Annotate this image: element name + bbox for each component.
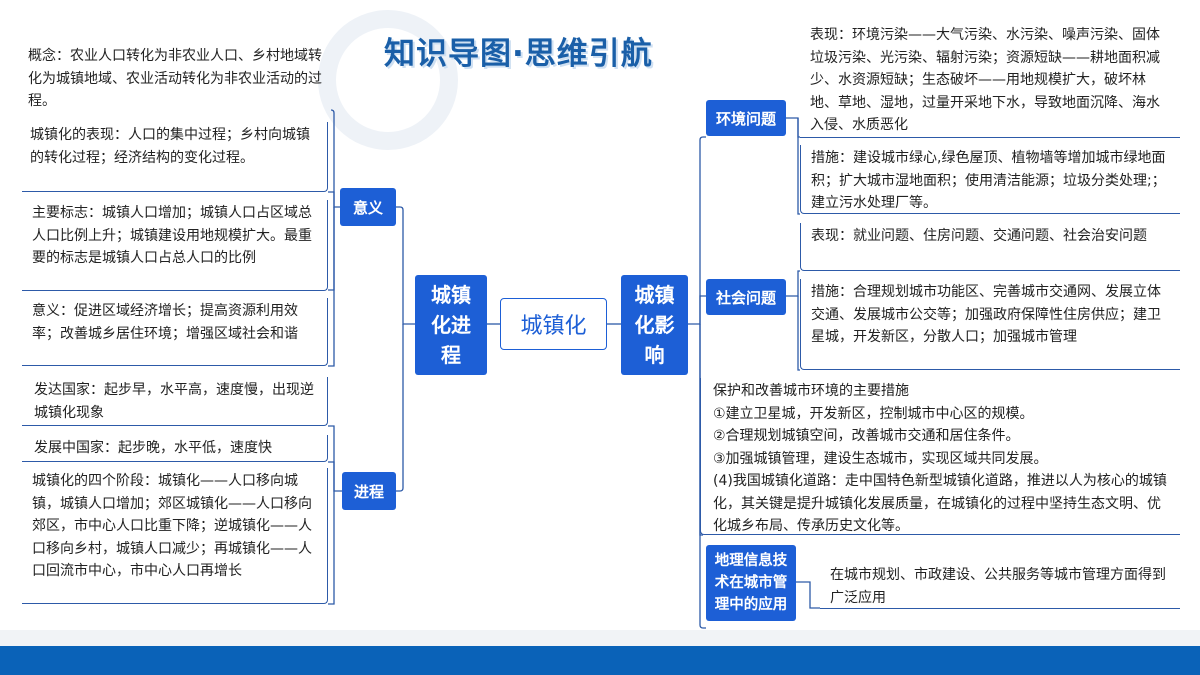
jincheng-item-developing: 发展中国家：起步晚，水平低，速度快 [22,435,328,462]
jincheng-item-stages: 城镇化的四个阶段：城镇化——人口移向城镇，城镇人口增加；郊区城镇化——人口移向郊… [22,468,328,604]
center-node: 城镇化 [500,298,607,350]
footer-band-light [0,630,1200,646]
node-chengzhenhua-yingxiang: 城镇化影响 [621,275,688,375]
page-title: 知识导图·思维引航 [384,36,653,72]
social-cuoshi-text: 措施：合理规划城市功能区、完善城市交通网、发展立体交通、发展城市公交等；加强政府… [800,279,1180,370]
footer-band [0,646,1200,675]
yiyi-item-biaozhi: 主要标志：城镇人口增加；城镇人口占区域总人口比例上升；城镇建设用地规模扩大。最重… [22,200,328,291]
protect-item-1: ①建立卫星城，开发新区，控制城市中心区的规模。 [713,405,1034,422]
protect-item-3: ③加强城镇管理，建设生态城市，实现区域共同发展。 [713,450,1048,467]
yiyi-item-biaoxian: 城镇化的表现：人口的集中过程；乡村向城镇的转化过程；经济结构的变化过程。 [22,122,328,192]
node-env-problem: 环境问题 [706,100,786,136]
social-biaoxian-text: 表现：就业问题、住房问题、交通问题、社会治安问题 [800,223,1180,271]
env-cuoshi-text: 措施：建设城市绿心,绿色屋顶、植物墙等增加城市绿地面积；扩大城市湿地面积；使用清… [800,145,1180,214]
protect-heading: 保护和改善城市环境的主要措施 [713,383,909,399]
gis-underline [820,608,1180,609]
gis-text: 在城市规划、市政建设、公共服务等城市管理方面得到广泛应用 [830,567,1166,606]
yiyi-item-yiyi: 意义：促进区域经济增长；提高资源利用效率；改善城乡居住环境；增强区域社会和谐 [22,298,328,366]
concept-text: 概念：农业人口转化为非农业人口、乡村地域转化为城镇地域、农业活动转化为非农业活动… [28,48,322,109]
node-gis-application: 地理信息技术在城市管理中的应用 [706,545,796,621]
node-social-problem: 社会问题 [706,279,786,315]
env-biaoxian-text: 表现：环境污染——大气污染、水污染、噪声污染、固体垃圾污染、光污染、辐射污染；资… [810,27,1160,133]
protect-item-2: ②合理规划城镇空间，改善城市交通和居住条件。 [713,428,1020,444]
china-urbanization-road: (4)我国城镇化道路：走中国特色新型城镇化道路，推进以人为核心的城镇化，其关键是… [713,473,1167,534]
jincheng-item-developed: 发达国家：起步早，水平高，速度慢，出现逆城镇化现象 [22,377,328,426]
node-chengzhenhua-jincheng: 城镇化进程 [415,275,487,375]
protect-measures-block: 保护和改善城市环境的主要措施 ①建立卫星城，开发新区，控制城市中心区的规模。 ②… [700,378,1180,535]
node-yiyi: 意义 [340,188,396,226]
title-decoration-inner [336,28,440,132]
env-biaoxian-underline [800,137,1180,138]
node-jincheng: 进程 [342,472,396,510]
